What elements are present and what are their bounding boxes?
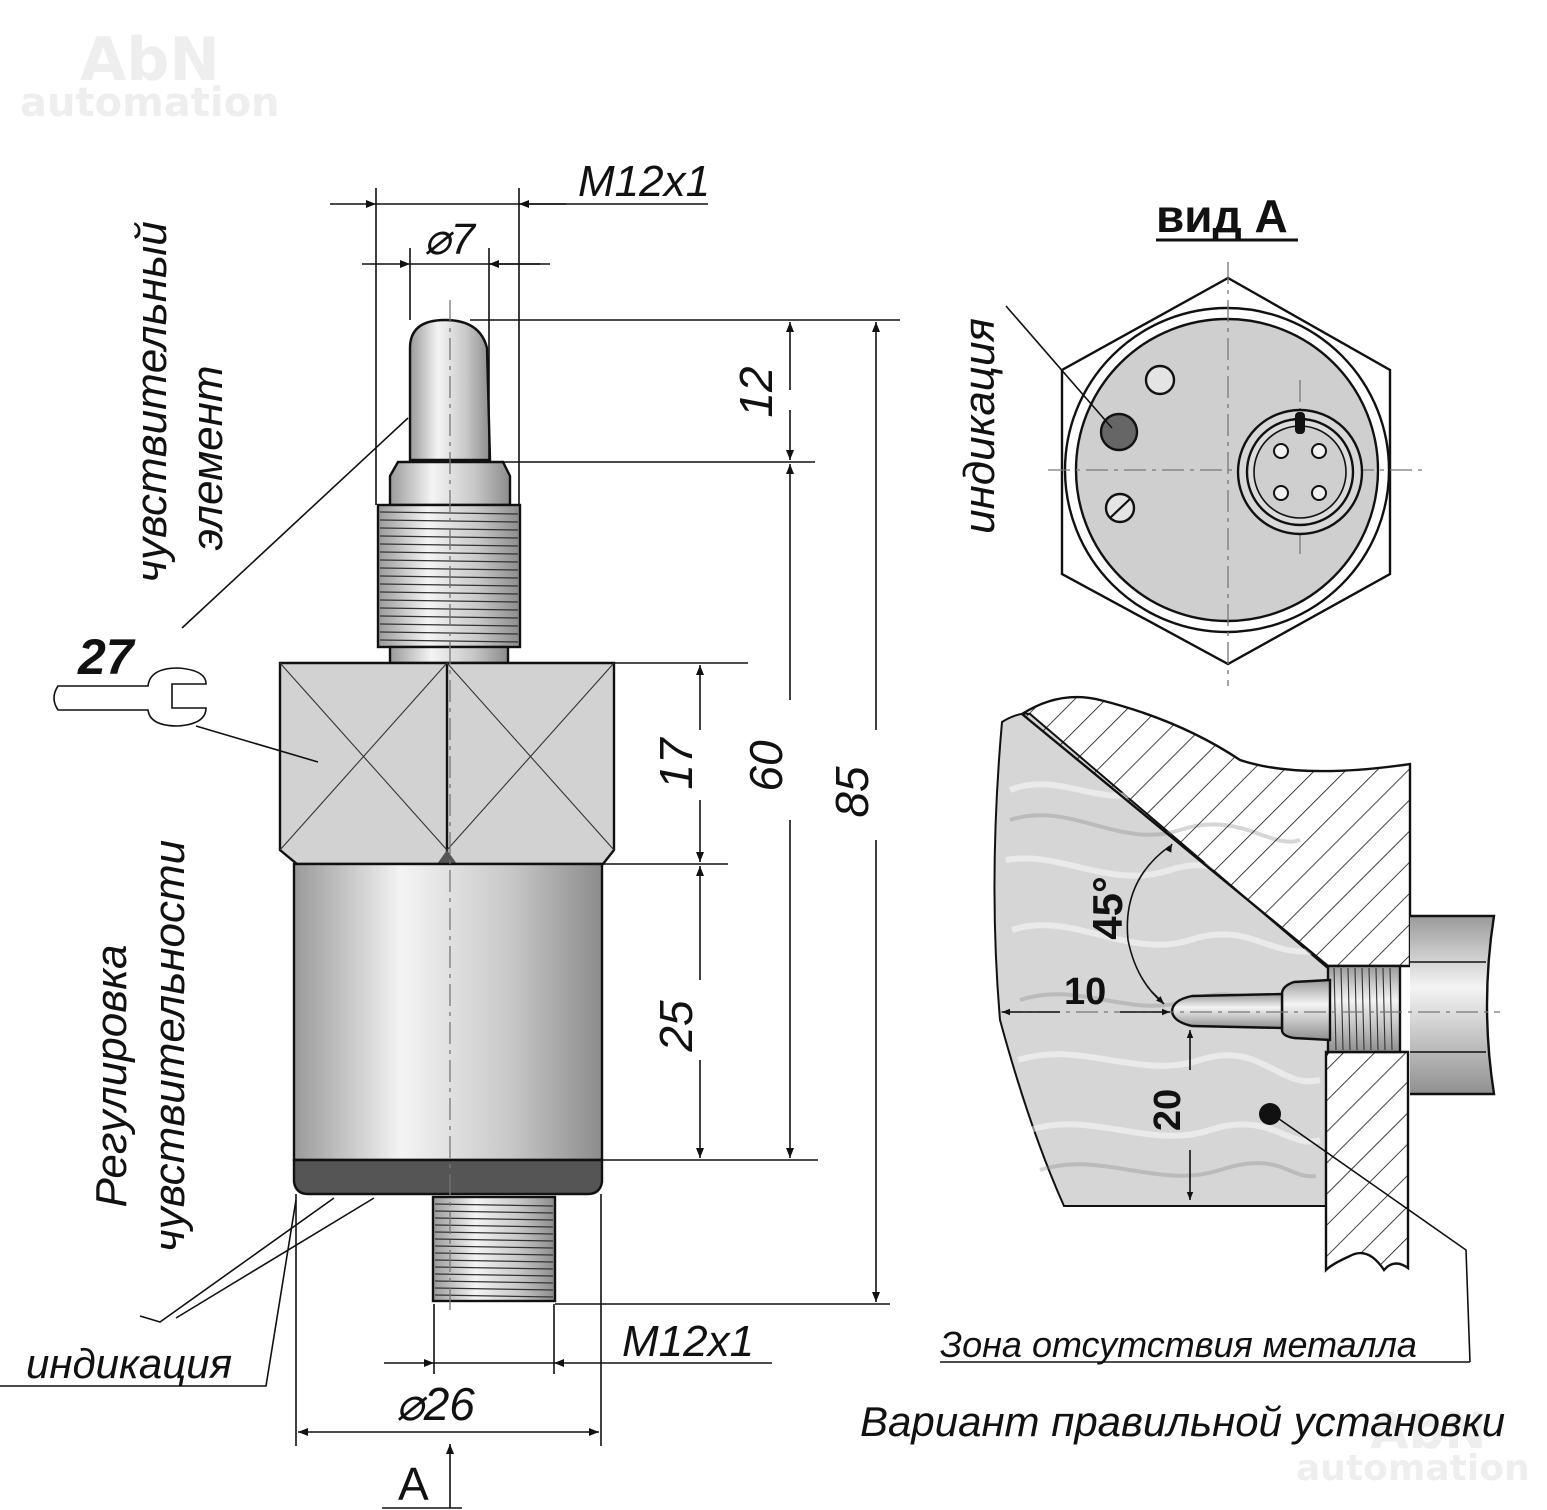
installed-probe	[1170, 992, 1284, 1030]
thread-line	[1382, 967, 1386, 1051]
thread-line	[379, 631, 519, 635]
angle-45-label: 45°	[1084, 876, 1131, 940]
installation-caption: Вариант правильной установки	[860, 1398, 1505, 1445]
thread-line	[1354, 967, 1358, 1051]
thread-line	[379, 511, 519, 515]
led-light	[1144, 364, 1176, 396]
thread-line	[434, 1252, 554, 1256]
thread-line	[379, 599, 519, 603]
main-dimensions: M12x1 ⌀7 12 60 85 17 25	[295, 157, 900, 1510]
thread-line	[1368, 967, 1372, 1051]
thread-line	[434, 1294, 554, 1298]
dim-85-label: 85	[826, 766, 878, 818]
installed-collar	[1280, 978, 1332, 1042]
label-sensing-element-line1: чувствительный	[127, 221, 176, 583]
no-metal-zone-marker	[1259, 1103, 1281, 1125]
thread-line	[434, 1203, 554, 1207]
tank-wall-lower	[1324, 1050, 1410, 1273]
thread-line	[1375, 967, 1379, 1051]
indicator-ring	[292, 1158, 604, 1196]
thread-line	[434, 1287, 554, 1291]
connector-thread	[431, 1195, 557, 1303]
watermark-bottom-right: AbN automation	[1296, 1402, 1530, 1489]
label-sensing-element-line2: элемент	[183, 366, 232, 551]
thread-line	[434, 1266, 554, 1270]
main-labels: чувствительный элемент 27 Регулировка чу…	[0, 221, 409, 1387]
thread-line	[379, 639, 519, 643]
label-indication-main: индикация	[26, 1340, 232, 1387]
view-a-marker: A	[398, 1458, 429, 1510]
thread-line	[434, 1210, 554, 1214]
thread-line	[434, 1280, 554, 1284]
thread-line	[379, 543, 519, 547]
dim-17-label: 17	[650, 737, 702, 790]
thread-line	[1340, 967, 1344, 1051]
thread-line	[379, 591, 519, 595]
dim-body-diameter-label: ⌀26	[396, 1378, 475, 1430]
thread-line	[379, 551, 519, 555]
watermark-sub: automation	[20, 80, 280, 126]
wrench-icon	[53, 667, 207, 727]
tank-wall-upper	[1019, 695, 1412, 968]
dim-thread-top-label: M12x1	[578, 157, 710, 206]
thread-line	[434, 1217, 554, 1221]
thread-neck	[388, 645, 510, 665]
thread-line	[379, 559, 519, 563]
pipe-section	[1410, 914, 1496, 1096]
dim-25-label: 25	[650, 1000, 702, 1053]
label-adjustment-line2: чувствительности	[145, 840, 194, 1252]
thread-line	[379, 575, 519, 579]
thread-line	[1389, 967, 1393, 1051]
view-a-title: вид А	[1156, 190, 1288, 242]
thread-line	[379, 623, 519, 627]
thread-line	[379, 527, 519, 531]
wrench-size-label: 27	[77, 629, 136, 685]
thread-line	[379, 615, 519, 619]
thread-line	[1361, 967, 1365, 1051]
thread-line	[434, 1273, 554, 1277]
dim-12-label: 12	[730, 366, 782, 417]
view-a: вид А индикация	[955, 190, 1422, 686]
thread-line	[434, 1238, 554, 1242]
dim-20-label: 20	[1147, 1089, 1189, 1131]
watermark-top-left: AbN automation	[20, 25, 280, 126]
thread-line	[434, 1245, 554, 1249]
thread-line	[379, 519, 519, 523]
thread-line	[379, 583, 519, 587]
installation-view: 45° 10 20 Зона отсутствия металла Вариан…	[860, 695, 1505, 1445]
thread-line	[434, 1224, 554, 1228]
thread-line	[1347, 967, 1351, 1051]
thread-line	[379, 607, 519, 611]
label-adjustment-line1: Регулировка	[87, 945, 136, 1208]
dim-10-label: 10	[1064, 971, 1106, 1013]
watermark-brand-2: AbN	[1370, 1402, 1486, 1460]
view-a-indication-label: индикация	[955, 318, 1004, 534]
thread-line	[1333, 967, 1337, 1051]
watermark-brand: AbN	[80, 25, 220, 95]
dim-thread-bottom-label: M12x1	[622, 1317, 754, 1366]
dim-tip-diameter-label: ⌀7	[424, 215, 476, 264]
thread-line	[379, 535, 519, 539]
dim-60-label: 60	[740, 740, 792, 792]
thread-line	[379, 567, 519, 571]
m12-connector-face	[1236, 408, 1364, 536]
watermark-sub-2: automation	[1296, 1448, 1530, 1489]
led-dark	[1099, 412, 1139, 452]
sensor-body	[292, 862, 604, 1162]
no-metal-zone-label: Зона отсутствия металла	[940, 1324, 1417, 1365]
sensor-side-view	[278, 300, 616, 1310]
thread-line	[434, 1259, 554, 1263]
thread-line	[434, 1231, 554, 1235]
